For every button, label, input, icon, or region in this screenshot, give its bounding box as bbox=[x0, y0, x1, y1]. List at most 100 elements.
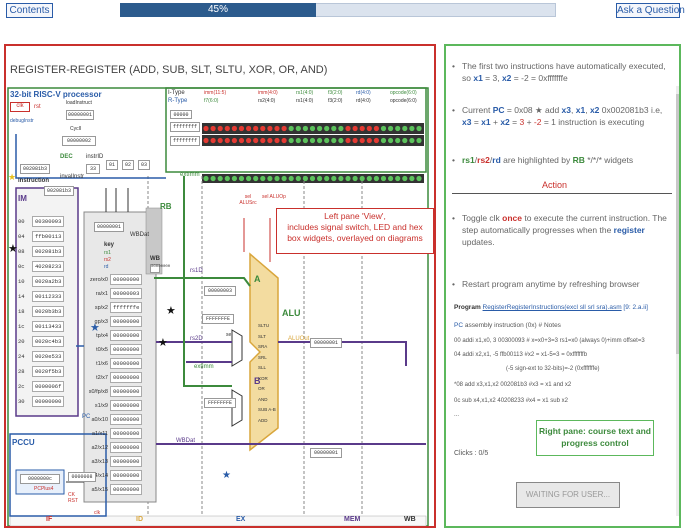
alu-a-label: A bbox=[254, 274, 261, 284]
led bbox=[281, 137, 287, 144]
led bbox=[246, 125, 252, 132]
rs1d-label: rs1D bbox=[190, 268, 203, 274]
pccu-label: PCCU bbox=[12, 438, 35, 447]
alu-op-item: AND bbox=[258, 396, 268, 402]
extimm-label: extImm bbox=[194, 364, 214, 370]
program-line-4: *08 add x3,x1,x2 002081b3 #x3 = x1 and x… bbox=[454, 382, 572, 388]
led bbox=[402, 175, 408, 182]
led bbox=[260, 125, 266, 132]
alu-op-item: XOR bbox=[258, 375, 268, 381]
alu-op-item: SLL bbox=[258, 365, 267, 370]
right-pane-scroll-thumb[interactable] bbox=[676, 94, 679, 354]
led bbox=[317, 175, 323, 182]
led bbox=[238, 175, 245, 182]
led bbox=[246, 137, 252, 144]
rst-label: rst bbox=[34, 104, 41, 110]
rb-row-value: fffffffe bbox=[110, 302, 143, 313]
left-callout-line2: includes signal switch, LED and hex bbox=[287, 222, 423, 232]
wbdat-hex: 00000001 bbox=[310, 448, 342, 458]
rb-row-name: tp/x4 bbox=[96, 333, 108, 339]
led bbox=[338, 137, 344, 144]
led bbox=[295, 175, 301, 182]
stage-if: IF bbox=[46, 516, 53, 523]
id-field-2: 02 bbox=[122, 160, 134, 170]
led bbox=[267, 125, 273, 132]
led bbox=[388, 137, 394, 144]
key-rs2: rs2 bbox=[104, 257, 111, 263]
rb-row-value: 00000000 bbox=[110, 316, 143, 327]
led bbox=[395, 125, 401, 132]
led bbox=[317, 125, 323, 132]
svg-text:★: ★ bbox=[8, 243, 18, 255]
rb-row-name: a4/x14 bbox=[91, 473, 108, 479]
i-type-label: I-Type bbox=[168, 90, 185, 96]
invalid-instr-label: invalInstr bbox=[60, 174, 85, 180]
field-f7: f7(6:0) bbox=[204, 98, 219, 104]
processor-title: 32-bit RISC-V processor bbox=[10, 90, 102, 99]
field-rs1-b: rs1(4:0) bbox=[296, 98, 314, 104]
rb-row-name: s0/fp/x8 bbox=[88, 389, 108, 395]
led bbox=[253, 125, 259, 132]
led bbox=[352, 175, 358, 182]
led bbox=[416, 175, 422, 182]
ffff-hex-1: ffffffff bbox=[170, 122, 200, 132]
im-row-value: 00113433 bbox=[32, 321, 65, 332]
led bbox=[210, 175, 216, 182]
instr-hex: 002081b3 bbox=[20, 164, 50, 174]
led bbox=[260, 175, 266, 182]
ffff-hex-2: ffffffff bbox=[170, 136, 200, 146]
led bbox=[224, 125, 230, 132]
led bbox=[373, 137, 379, 144]
svg-text:★: ★ bbox=[222, 470, 231, 481]
waiting-for-user-button[interactable]: WAITING FOR USER... bbox=[516, 482, 620, 508]
im-row-addr: 10 bbox=[18, 278, 25, 285]
im-row: 0c 40208233 bbox=[18, 261, 76, 273]
load-instr-label: loadInstruct bbox=[66, 100, 92, 106]
led bbox=[302, 175, 308, 182]
clk-switch[interactable]: clk bbox=[10, 102, 30, 112]
rb-row-value: 00000000 bbox=[110, 358, 143, 369]
clk-bottom-label: clk bbox=[94, 510, 101, 516]
ask-question-button[interactable]: Ask a Question bbox=[616, 3, 685, 18]
led bbox=[253, 175, 259, 182]
sel-alusrc-label: sel ALUSrc bbox=[239, 194, 257, 206]
im-row-value: 40208233 bbox=[32, 261, 65, 272]
pc-next-hex: 0000008 bbox=[68, 472, 96, 482]
led bbox=[380, 137, 387, 144]
led bbox=[295, 137, 301, 144]
led bbox=[309, 175, 316, 182]
im-row-value: 0020e533 bbox=[32, 351, 65, 362]
alu-op-item: SLTU bbox=[258, 323, 270, 328]
alu-op-item: ADD bbox=[258, 417, 268, 423]
contents-button[interactable]: Contents bbox=[6, 3, 53, 18]
pc-label: PC bbox=[82, 414, 91, 420]
program-link[interactable]: RegisterRegisterInstructions(excl sll sr… bbox=[482, 304, 622, 311]
svg-text:★: ★ bbox=[90, 322, 100, 334]
alu-op-item: OR bbox=[258, 386, 265, 391]
led bbox=[210, 137, 216, 144]
rb-top-hex: 00000001 bbox=[94, 222, 124, 232]
led bbox=[395, 137, 401, 144]
led bbox=[274, 125, 280, 132]
bullet-current-pc: • Current PC = 0x08 ★ add x3, x1, x2 0x0… bbox=[452, 105, 663, 127]
svg-text:★: ★ bbox=[158, 337, 168, 349]
im-row-value: 0000006f bbox=[32, 381, 65, 392]
led bbox=[380, 125, 387, 132]
pccu-box bbox=[9, 433, 107, 517]
debug-instr-label: debugInstr bbox=[10, 118, 34, 124]
rb-row-name: a0/x10 bbox=[91, 417, 108, 423]
im-label: IM bbox=[18, 194, 27, 203]
im-row-addr: 0c bbox=[18, 263, 25, 270]
field-f3: f3(2:0) bbox=[328, 90, 343, 96]
im-row-addr: 24 bbox=[18, 353, 25, 360]
